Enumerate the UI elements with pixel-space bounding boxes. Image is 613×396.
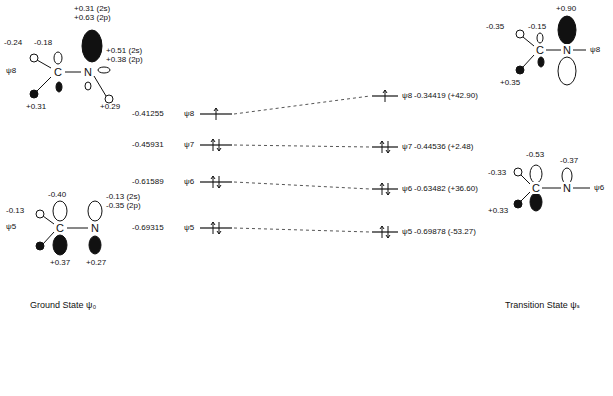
coefficient-label: -0.13 (2s) <box>106 192 140 202</box>
state-caption: Ground State ψ₀ <box>30 300 96 311</box>
atom-symbol: N <box>90 222 100 234</box>
coefficient-label: -0.24 <box>4 38 22 48</box>
electron-arrow <box>217 139 221 151</box>
orbital-name: ψ8 <box>590 45 600 55</box>
energy-value: -0.69878 (-53.27) <box>414 227 476 237</box>
coefficient-label: -0.18 <box>34 38 52 48</box>
coefficient-label: -0.33 <box>488 168 506 178</box>
electron-arrow <box>217 176 221 188</box>
orbital-name: ψ7 <box>402 142 412 152</box>
coefficient-label: +0.37 <box>50 258 70 268</box>
atom-symbol: C <box>531 182 541 194</box>
coefficient-label: -0.15 <box>528 22 546 32</box>
coefficient-label: -0.53 <box>526 150 544 160</box>
atom-symbol: C <box>55 222 65 234</box>
coefficient-label: +0.90 <box>556 4 576 14</box>
energy-value: -0.34419 (+42.90) <box>414 91 478 101</box>
energy-value: -0.61589 <box>132 177 164 187</box>
coefficient-label: -0.40 <box>48 190 66 200</box>
energy-value: -0.69315 <box>132 223 164 233</box>
coefficient-label: +0.51 (2s) <box>106 46 142 56</box>
electron-arrow <box>211 139 215 151</box>
energy-value: -0.45931 <box>132 140 164 150</box>
coefficient-label: -0.35 <box>486 22 504 32</box>
orbital-name: ψ6 <box>402 184 412 194</box>
coefficient-label: +0.31 (2s) <box>74 4 110 14</box>
electron-arrow <box>386 183 390 195</box>
atom-symbol: C <box>53 66 63 78</box>
coefficient-label: -0.37 <box>560 156 578 166</box>
orbital-name: ψ5 <box>184 223 194 233</box>
orbital-name: ψ8 <box>6 66 16 76</box>
energy-value: -0.44536 (+2.48) <box>414 142 473 152</box>
coefficient-label: +0.38 (2p) <box>106 55 143 65</box>
orbital-name: ψ6 <box>594 183 604 193</box>
electron-arrow <box>383 90 387 102</box>
coefficient-label: +0.27 <box>86 258 106 268</box>
atom-symbol: N <box>83 66 93 78</box>
atom-symbol: N <box>562 182 572 194</box>
electron-arrow <box>214 108 218 120</box>
electron-arrow <box>386 141 390 153</box>
coefficient-label: -0.13 <box>6 206 24 216</box>
orbital-name: ψ5 <box>6 222 16 232</box>
coefficient-label: +0.63 (2p) <box>74 13 111 23</box>
electron-arrow <box>211 222 215 234</box>
atom-symbol: N <box>562 44 572 56</box>
coefficient-label: +0.33 <box>488 206 508 216</box>
electron-arrow <box>380 226 384 238</box>
coefficient-label: -0.35 (2p) <box>106 201 141 211</box>
energy-value: -0.41255 <box>132 109 164 119</box>
electron-arrow <box>386 226 390 238</box>
orbital-name: ψ5 <box>402 227 412 237</box>
coefficient-label: +0.29 <box>100 102 120 112</box>
orbital-name: ψ8 <box>184 109 194 119</box>
state-caption: Transition State ψₛ <box>505 300 580 311</box>
electron-arrow <box>211 176 215 188</box>
coefficient-label: +0.35 <box>500 78 520 88</box>
electron-arrow <box>217 222 221 234</box>
orbital-name: ψ6 <box>184 177 194 187</box>
orbital-name: ψ7 <box>184 140 194 150</box>
energy-value: -0.63482 (+36.60) <box>414 184 478 194</box>
coefficient-label: +0.31 <box>26 102 46 112</box>
electron-arrow <box>380 183 384 195</box>
electron-arrow <box>380 141 384 153</box>
orbital-name: ψ8 <box>402 91 412 101</box>
atom-symbol: C <box>535 44 545 56</box>
